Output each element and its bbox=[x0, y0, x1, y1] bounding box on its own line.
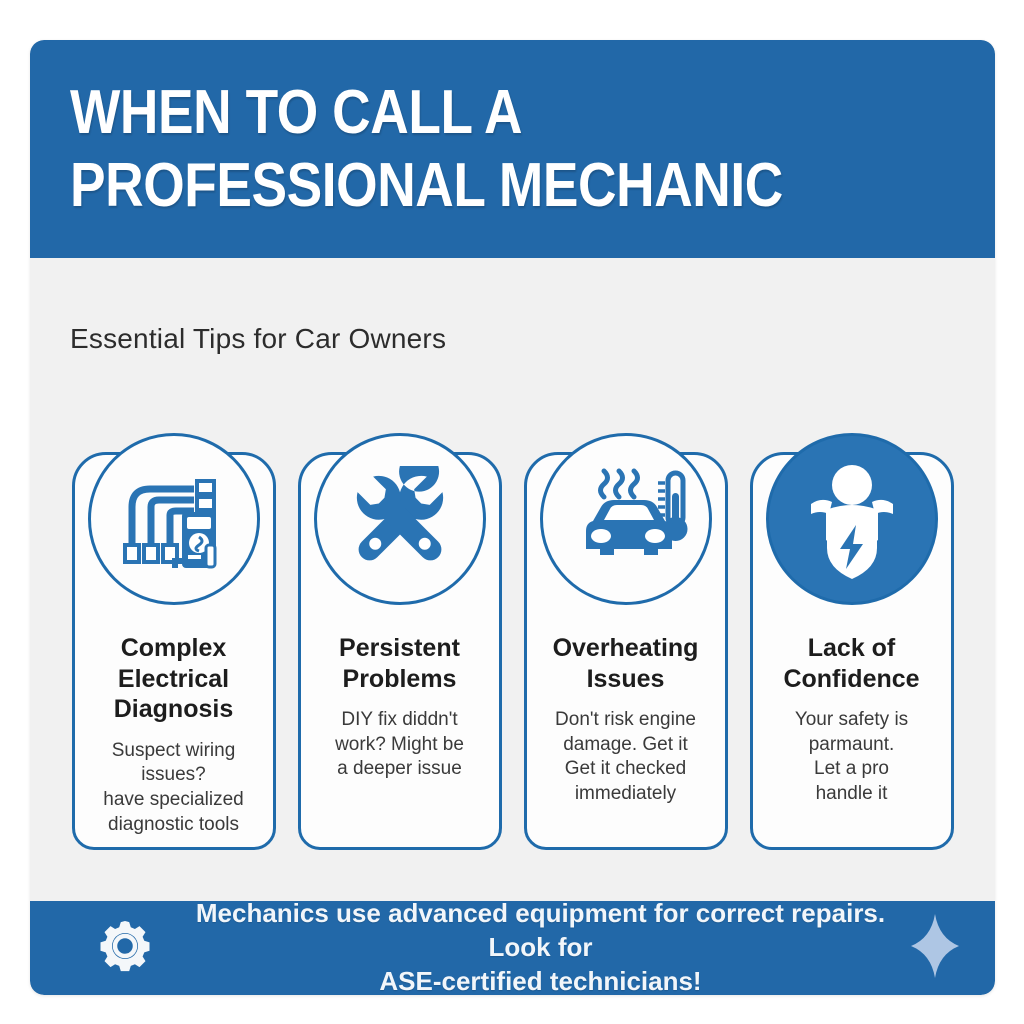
crossed-wrenches-icon bbox=[344, 466, 456, 572]
card-body: Suspect wiring issues? have specialized … bbox=[103, 739, 244, 835]
gear-icon bbox=[98, 919, 152, 978]
footer-banner: Mechanics use advanced equipment for cor… bbox=[30, 898, 995, 995]
icon-badge bbox=[87, 433, 260, 605]
card-body: Don't risk engine damage. Get it Get it … bbox=[555, 709, 696, 805]
infographic-poster: WHEN TO CALL A PROFESSIONAL MECHANIC Ess… bbox=[30, 40, 995, 995]
header-banner: WHEN TO CALL A PROFESSIONAL MECHANIC bbox=[30, 40, 995, 258]
card-title: Complex Electrical Diagnosis bbox=[113, 634, 234, 723]
card-row: Complex Electrical Diagnosis Suspect wir… bbox=[30, 433, 995, 850]
person-shield-bolt-icon bbox=[789, 459, 915, 579]
subtitle: Essential Tips for Car Owners bbox=[70, 323, 447, 354]
card-body: DIY fix diddn't work? Might be a deeper … bbox=[335, 709, 464, 780]
icon-badge bbox=[765, 433, 938, 605]
card-body: Your safety is parmaunt. Let a pro handl… bbox=[794, 709, 909, 805]
car-thermometer-icon bbox=[564, 467, 688, 571]
card-lack-of-confidence[interactable]: Lack of Confidence Your safety is parmau… bbox=[749, 433, 954, 850]
page-title: WHEN TO CALL A PROFESSIONAL MECHANIC bbox=[70, 78, 783, 221]
card-persistent-problems[interactable]: Persistent Problems DIY fix diddn't work… bbox=[297, 433, 502, 850]
card-title: Persistent Problems bbox=[339, 634, 460, 693]
footer-message: Mechanics use advanced equipment for cor… bbox=[195, 898, 886, 995]
card-title: Lack of Confidence bbox=[783, 634, 920, 693]
icon-badge bbox=[539, 433, 712, 605]
wiring-multimeter-icon bbox=[118, 467, 230, 571]
card-title: Overheating Issues bbox=[552, 634, 699, 693]
icon-badge bbox=[313, 433, 486, 605]
sparkle-icon bbox=[909, 912, 961, 985]
card-overheating-issues[interactable]: Overheating Issues Don't risk engine dam… bbox=[523, 433, 728, 850]
card-complex-electrical-diagnosis[interactable]: Complex Electrical Diagnosis Suspect wir… bbox=[71, 433, 276, 850]
